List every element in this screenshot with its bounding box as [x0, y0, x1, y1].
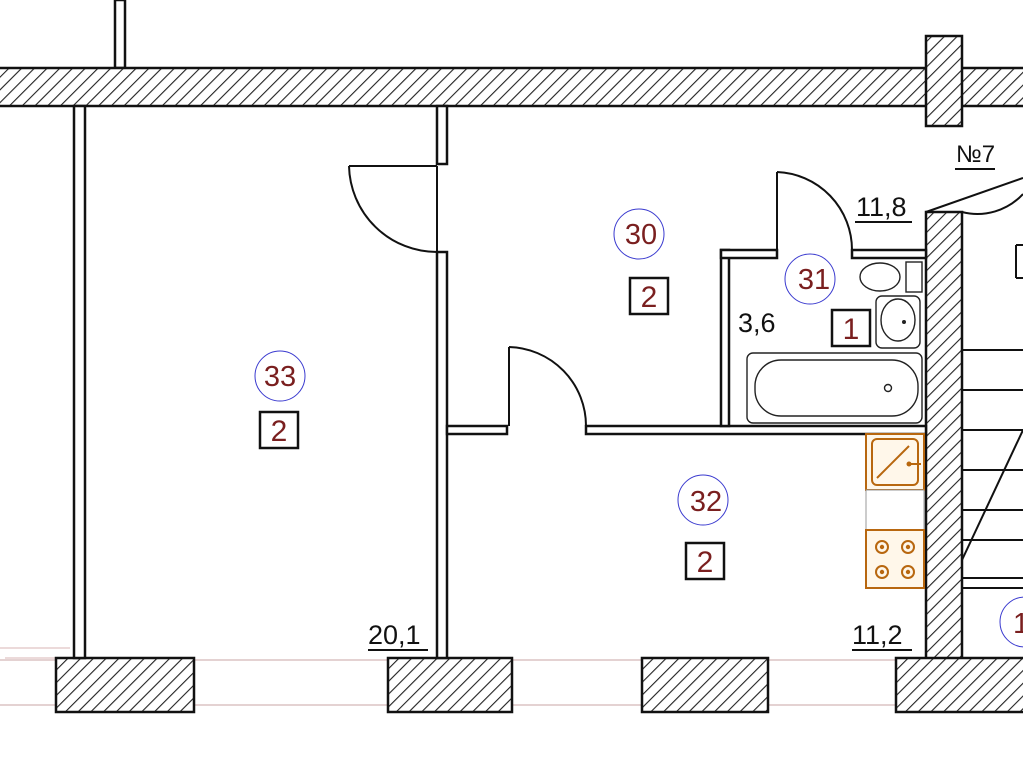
sink	[875, 295, 921, 349]
door-swing-32	[508, 346, 587, 427]
adjacent-room-number: 1	[1013, 608, 1023, 640]
room-area: 3,6	[738, 308, 776, 338]
kitchen-sink	[865, 433, 925, 491]
bathroom-walls	[719, 248, 928, 428]
room-32-marker: 32 2 11,2	[677, 474, 912, 651]
apartment-number: №7	[956, 141, 995, 168]
door-swing-31	[776, 171, 853, 251]
room-count: 2	[271, 415, 288, 448]
bathtub	[746, 352, 923, 424]
room-number: 32	[690, 486, 722, 518]
door-swing-33	[348, 165, 438, 253]
room-count: 1	[843, 313, 860, 346]
room-number: 30	[625, 219, 657, 251]
door-swing-entry	[925, 177, 1023, 215]
kitchen-counter-gap	[865, 489, 925, 531]
room-31-marker: 31 1 3,6	[738, 253, 872, 348]
room-count: 2	[641, 281, 658, 314]
right-wall	[924, 210, 964, 662]
room-30-marker: 30 2 11,8	[613, 192, 912, 316]
room-number: 31	[798, 264, 830, 296]
room-count: 2	[697, 546, 714, 579]
kitchen-stove	[865, 529, 925, 589]
room-area: 20,1	[368, 620, 421, 650]
top-partition-stub	[113, 0, 127, 70]
adjacent-room-marker: 1	[999, 596, 1023, 648]
bottom-wall	[54, 656, 1023, 714]
left-partition	[72, 104, 87, 660]
room-area: 11,2	[852, 620, 903, 650]
partition-30-32	[445, 424, 928, 436]
top-wall	[0, 34, 1023, 128]
room-33-marker: 33 2 20,1	[254, 350, 428, 651]
room-number: 33	[264, 361, 296, 393]
apartment-label: №7	[955, 141, 995, 170]
room-area: 11,8	[856, 192, 907, 222]
middle-partition	[435, 104, 449, 660]
toilet	[859, 261, 923, 293]
stairs	[961, 244, 1023, 589]
